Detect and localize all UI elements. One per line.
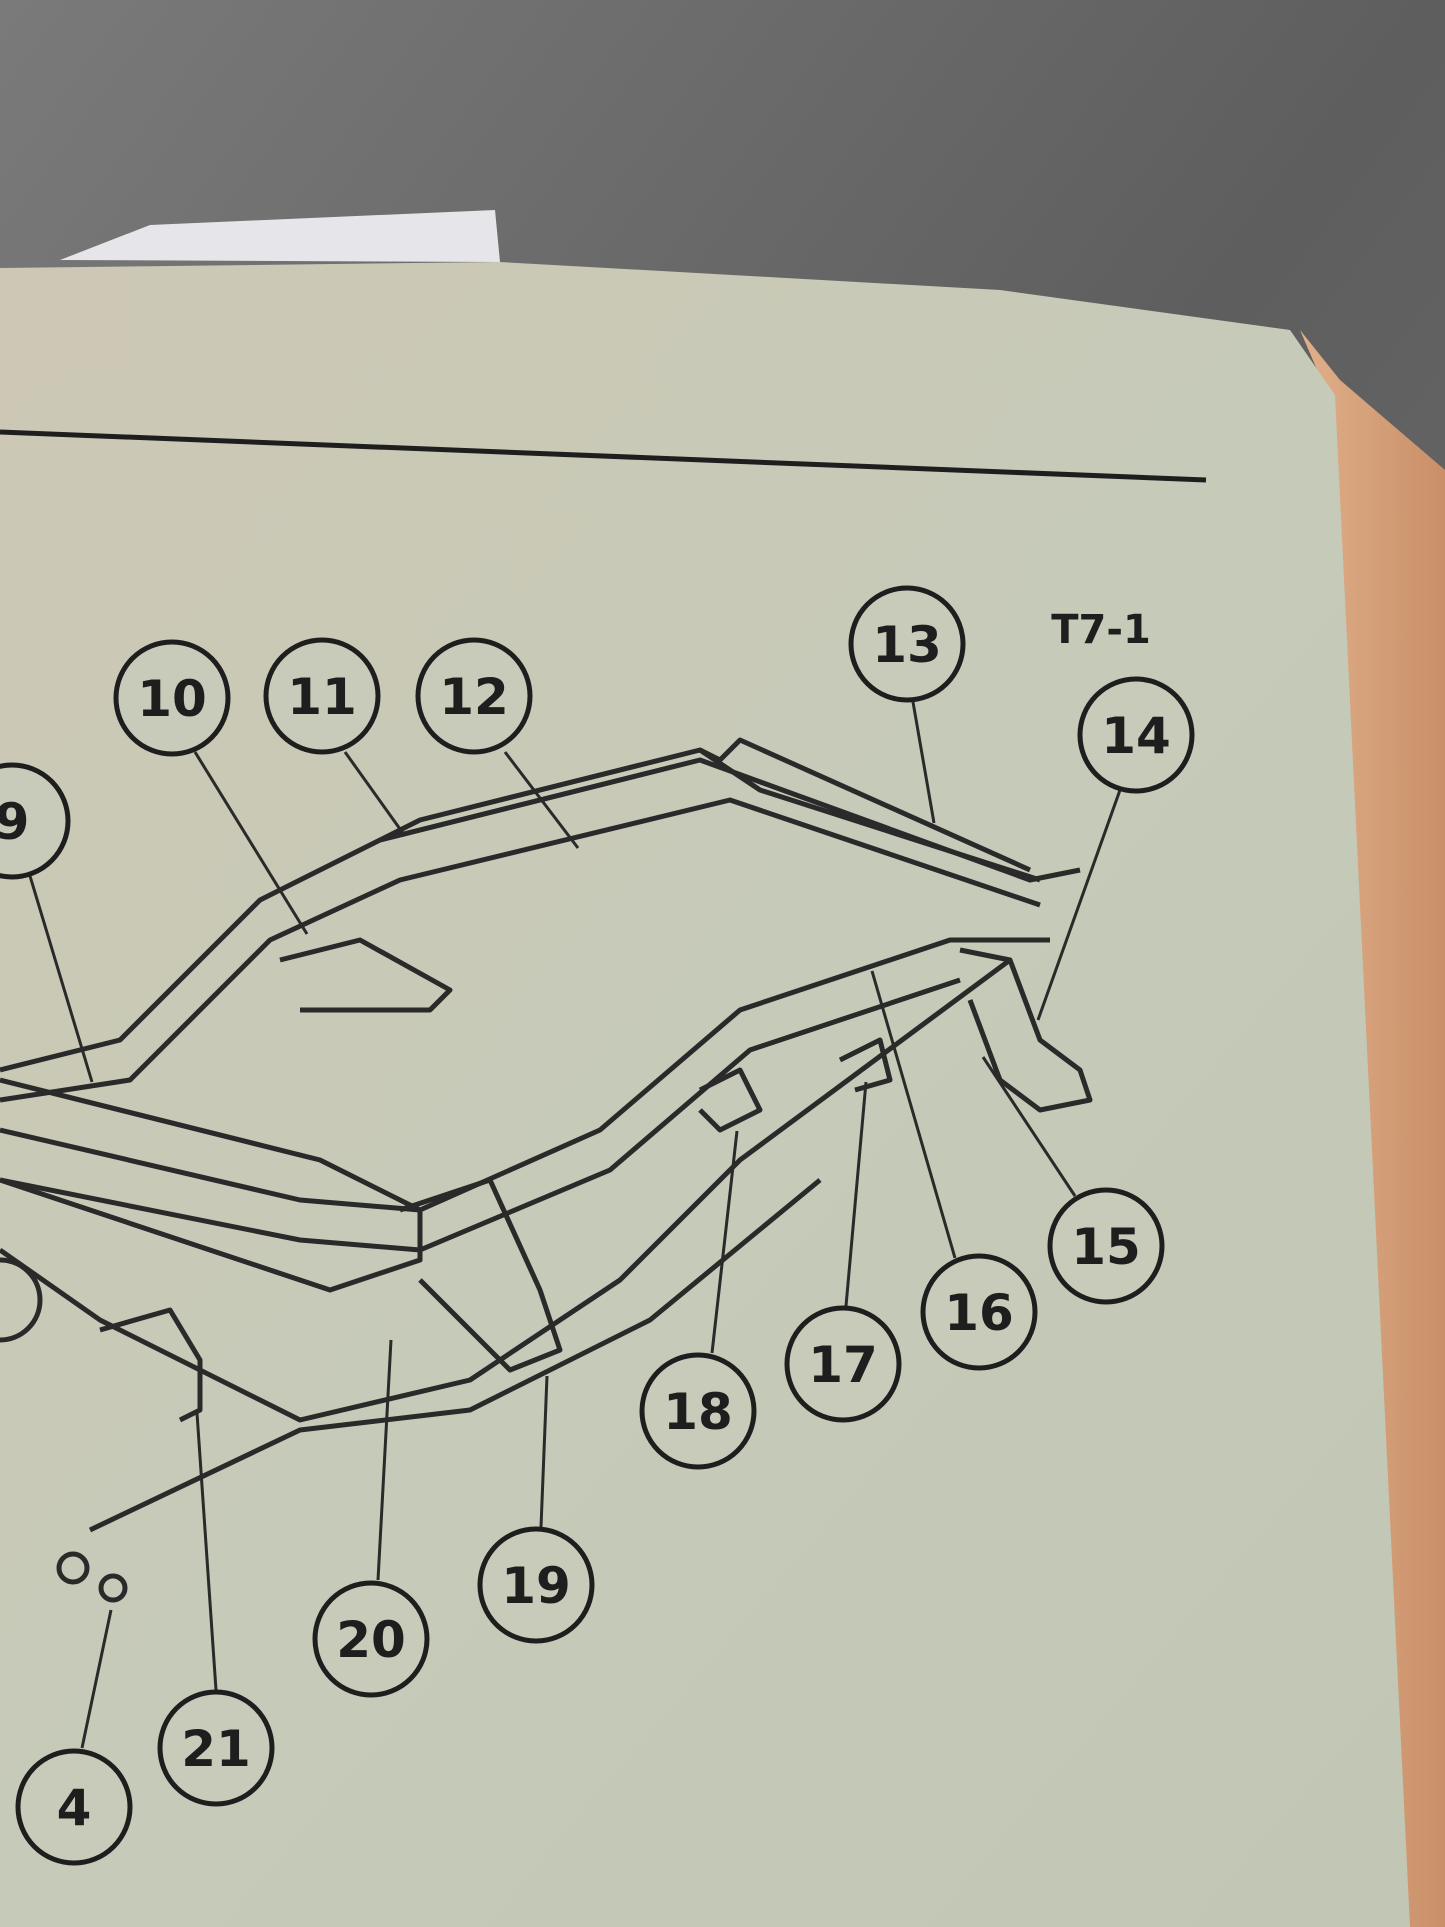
callout-label: 21 bbox=[181, 1720, 251, 1778]
callout-17: 17 bbox=[784, 1305, 902, 1423]
callout-label: 15 bbox=[1071, 1218, 1141, 1276]
paper-tab bbox=[60, 210, 500, 262]
callout-18: 18 bbox=[639, 1352, 757, 1470]
callout-circle bbox=[15, 1748, 133, 1866]
callout-12: 12 bbox=[415, 637, 533, 755]
callout-circle bbox=[1047, 1187, 1165, 1305]
callout-circle bbox=[0, 762, 71, 880]
frame-drawing bbox=[0, 737, 1093, 1603]
callout-circle bbox=[1077, 676, 1195, 794]
callout-circle bbox=[415, 637, 533, 755]
callout-circle bbox=[784, 1305, 902, 1423]
callout-label: 10 bbox=[137, 670, 207, 728]
callout-circle bbox=[113, 639, 231, 757]
callout-19: 19 bbox=[477, 1526, 595, 1644]
callout-label: 20 bbox=[336, 1611, 406, 1669]
callout-4: 4 bbox=[15, 1748, 133, 1866]
callout-circle bbox=[848, 585, 966, 703]
callout-16: 16 bbox=[920, 1253, 1038, 1371]
callout-label: 16 bbox=[944, 1284, 1014, 1342]
callout-circle bbox=[157, 1689, 275, 1807]
callout-label: 19 bbox=[501, 1557, 571, 1615]
callout-14: 14 bbox=[1077, 676, 1195, 794]
callout-label: 9 bbox=[0, 793, 29, 851]
leader-lines bbox=[28, 701, 1122, 1749]
callouts: 10 11 12 13 14 9 15 16 17 18 19 20 21 4 bbox=[0, 585, 1195, 1866]
page-edge bbox=[1300, 330, 1445, 1927]
callout-circle bbox=[477, 1526, 595, 1644]
header-rule bbox=[0, 429, 1207, 483]
callout-label: 4 bbox=[57, 1779, 92, 1837]
callout-label: 17 bbox=[808, 1336, 878, 1394]
callout-circle bbox=[639, 1352, 757, 1470]
callout-label: 13 bbox=[872, 616, 942, 674]
callout-10: 10 bbox=[113, 639, 231, 757]
callout-label: 18 bbox=[663, 1383, 733, 1441]
callout-circle bbox=[920, 1253, 1038, 1371]
callout-13: 13 bbox=[848, 585, 966, 703]
callout-9: 9 bbox=[0, 762, 71, 880]
callout-15: 15 bbox=[1047, 1187, 1165, 1305]
callout-11: 11 bbox=[263, 637, 381, 755]
callout-label: 14 bbox=[1101, 707, 1171, 765]
figure-id: T7-1 bbox=[1051, 607, 1151, 653]
callout-circle bbox=[263, 637, 381, 755]
callout-circle bbox=[312, 1580, 430, 1698]
callout-21: 21 bbox=[157, 1689, 275, 1807]
callout-label: 11 bbox=[287, 668, 357, 726]
callout-label: 12 bbox=[439, 668, 509, 726]
manual-page bbox=[0, 262, 1410, 1927]
callout-20: 20 bbox=[312, 1580, 430, 1698]
